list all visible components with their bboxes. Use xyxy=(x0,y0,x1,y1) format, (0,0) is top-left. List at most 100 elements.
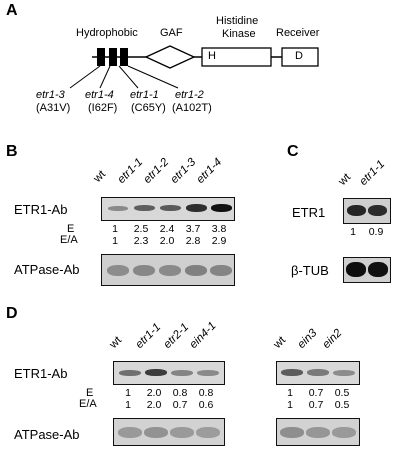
panel-d-e-ein4-1: 0.8 xyxy=(198,387,214,399)
band-d-ein2 xyxy=(333,370,355,376)
band-d-wt-2 xyxy=(281,369,303,376)
receiver-label: Receiver xyxy=(276,27,320,39)
btub-c-etr1-1 xyxy=(368,262,388,277)
panel-b-ea-wt: 1 xyxy=(112,235,118,247)
panel-d-ea-ein3: 0.7 xyxy=(308,399,324,411)
panel-b-e-wt: 1 xyxy=(112,223,118,235)
panel-d-lane-ein3: ein3 xyxy=(295,327,320,351)
d-box-label: D xyxy=(295,50,303,62)
band-d-ein3 xyxy=(307,369,329,376)
panel-d-lane-etr2-1: etr2-1 xyxy=(161,321,192,351)
panel-d-lane-ein2: ein2 xyxy=(320,327,345,351)
allele-etr1-1: etr1-1 xyxy=(130,89,159,101)
panel-b-e-label: E xyxy=(67,223,75,235)
panel-c-letter: C xyxy=(287,143,299,160)
panel-b-e-etr1-4: 3.8 xyxy=(211,223,227,235)
hydrophobic-label: Hydrophobic xyxy=(76,27,138,39)
atpase-d-ein4-1 xyxy=(196,427,220,438)
atpase-d-etr1-1 xyxy=(144,427,168,438)
mutation-a102t: (A102T) xyxy=(172,102,212,114)
panel-c-etr1-label: ETR1 xyxy=(292,205,326,220)
panel-d-lane-wt: wt xyxy=(107,334,125,351)
histidine-label: Histidine xyxy=(216,15,259,27)
mutation-a31v: (A31V) xyxy=(36,102,71,114)
panel-b-lane-etr1-2: etr1-2 xyxy=(141,156,172,186)
kinase-label: Kinase xyxy=(222,28,256,40)
panel-d-etr1-ab-label: ETR1-Ab xyxy=(14,366,68,381)
panel-d-ea-wt-2: 1 xyxy=(287,399,293,411)
mutation-line-etr1-3 xyxy=(69,65,101,89)
panel-d-e-label: E xyxy=(86,387,94,399)
panel-c-lane-etr1-1: etr1-1 xyxy=(357,158,388,188)
mutation-line-etr1-4 xyxy=(99,65,111,89)
panel-d-e-etr2-1: 0.8 xyxy=(172,387,188,399)
mutation-c65y: (C65Y) xyxy=(131,102,166,114)
panel-c-value-etr1-1: 0.9 xyxy=(368,226,384,238)
allele-etr1-2: etr1-2 xyxy=(175,89,204,101)
band-d-wt xyxy=(119,370,141,376)
band-d-etr2-1 xyxy=(171,370,193,376)
panel-b-atpase-blot xyxy=(101,254,235,286)
panel-d-ea-ein4-1: 0.6 xyxy=(198,399,214,411)
band-b-etr1-1 xyxy=(134,205,155,211)
panel-d-letter: D xyxy=(6,305,18,322)
panel-d-e-ein2: 0.5 xyxy=(334,387,350,399)
atpase-d-wt xyxy=(118,427,142,438)
atpase-b-etr1-3 xyxy=(185,265,207,276)
panel-c-lane-wt: wt xyxy=(336,171,354,188)
panel-b-e-etr1-1: 2.5 xyxy=(133,223,149,235)
histidine-kinase-box xyxy=(201,47,272,67)
band-b-wt xyxy=(108,206,128,211)
allele-etr1-3: etr1-3 xyxy=(36,89,65,101)
panel-d-ea-etr2-1: 0.7 xyxy=(172,399,188,411)
band-c-etr1-1 xyxy=(368,205,387,216)
panel-b-etr1-ab-label: ETR1-Ab xyxy=(14,202,68,217)
panel-c-btub-blot xyxy=(343,257,391,283)
panel-d-ea-etr1-1: 2.0 xyxy=(146,399,162,411)
atpase-d-etr2-1 xyxy=(170,427,194,438)
mutation-line-etr1-2 xyxy=(127,65,179,89)
hydrophobic-segment-3 xyxy=(120,48,128,66)
panel-d-etr1-blot-right xyxy=(276,361,360,385)
band-b-etr1-4 xyxy=(211,204,232,212)
panel-b-ea-etr1-1: 2.3 xyxy=(133,235,149,247)
panel-d-lane-ein4-1: ein4-1 xyxy=(187,319,219,351)
panel-d-lane-wt-2: wt xyxy=(271,334,289,351)
panel-d-atpase-blot-left xyxy=(113,418,225,446)
panel-a-letter: A xyxy=(6,2,18,19)
panel-b-lane-etr1-4: etr1-4 xyxy=(194,156,225,186)
mutation-line-etr1-1 xyxy=(118,65,139,89)
panel-b-lane-etr1-3: etr1-3 xyxy=(168,156,199,186)
panel-d-atpase-ab-label: ATPase-Ab xyxy=(14,427,80,442)
receiver-box xyxy=(281,47,319,67)
atpase-d-ein3 xyxy=(306,427,330,438)
panel-b-etr1-blot xyxy=(101,197,235,221)
panel-d-ea-ein2: 0.5 xyxy=(334,399,350,411)
atpase-d-wt-2 xyxy=(280,427,304,438)
panel-b-ea-etr1-3: 2.8 xyxy=(185,235,201,247)
band-c-wt xyxy=(347,205,366,216)
panel-d-atpase-blot-right xyxy=(276,418,360,446)
panel-c-etr1-blot xyxy=(343,198,391,224)
panel-d-ea-wt: 1 xyxy=(125,399,131,411)
hydrophobic-segment-2 xyxy=(109,48,117,66)
etr1-domain-diagram xyxy=(69,45,319,89)
band-b-etr1-3 xyxy=(186,204,207,212)
panel-b-lane-etr1-1: etr1-1 xyxy=(115,156,146,186)
panel-b-lane-wt: wt xyxy=(91,168,109,185)
allele-etr1-4: etr1-4 xyxy=(85,89,114,101)
atpase-b-wt xyxy=(107,265,129,276)
panel-b-e-etr1-2: 2.4 xyxy=(159,223,175,235)
band-d-ein4-1 xyxy=(197,370,219,376)
panel-d-ea-label: E/A xyxy=(79,398,97,410)
panel-b-ea-label: E/A xyxy=(60,234,78,246)
hydrophobic-segment-1 xyxy=(97,48,105,66)
panel-d-e-ein3: 0.7 xyxy=(308,387,324,399)
band-d-etr1-1 xyxy=(145,369,167,376)
panel-d-lane-etr1-1: etr1-1 xyxy=(133,321,164,351)
panel-b-e-etr1-3: 3.7 xyxy=(185,223,201,235)
panel-d-e-wt: 1 xyxy=(125,387,131,399)
panel-c-value-wt: 1 xyxy=(350,226,356,238)
panel-b-ea-etr1-4: 2.9 xyxy=(211,235,227,247)
gaf-label: GAF xyxy=(160,27,183,39)
